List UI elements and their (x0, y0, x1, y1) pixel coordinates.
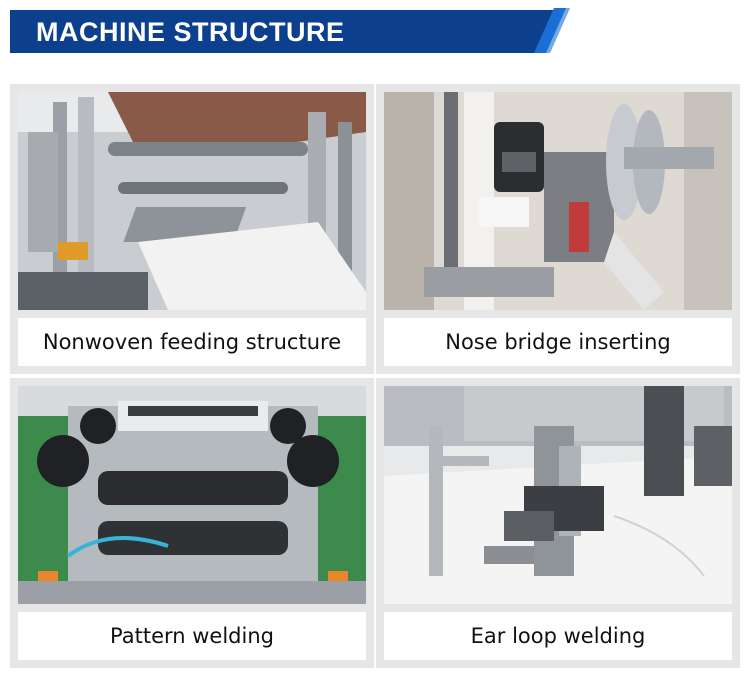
caption-box: Nose bridge inserting (384, 318, 732, 366)
card-nonwoven-feeding: Nonwoven feeding structure (10, 84, 374, 374)
card-caption: Nonwoven feeding structure (42, 330, 342, 354)
header-banner-shape (10, 8, 570, 53)
caption-box: Nonwoven feeding structure (18, 318, 366, 366)
page-title: MACHINE STRUCTURE (36, 17, 345, 47)
card-nose-bridge: Nose bridge inserting (376, 84, 740, 374)
caption-box: Pattern welding (18, 612, 366, 660)
section-header: MACHINE STRUCTURE (10, 8, 570, 53)
card-caption: Pattern welding (110, 624, 274, 648)
caption-box: Ear loop welding (384, 612, 732, 660)
pattern-welding-photo (18, 386, 366, 604)
card-caption: Ear loop welding (470, 624, 646, 648)
ear-loop-welding-photo (384, 386, 732, 604)
card-ear-loop-welding: Ear loop welding (376, 378, 740, 668)
card-pattern-welding: Pattern welding (10, 378, 374, 668)
nose-bridge-photo (384, 92, 732, 310)
nonwoven-feeding-photo (18, 92, 366, 310)
card-caption: Nose bridge inserting (445, 330, 671, 354)
